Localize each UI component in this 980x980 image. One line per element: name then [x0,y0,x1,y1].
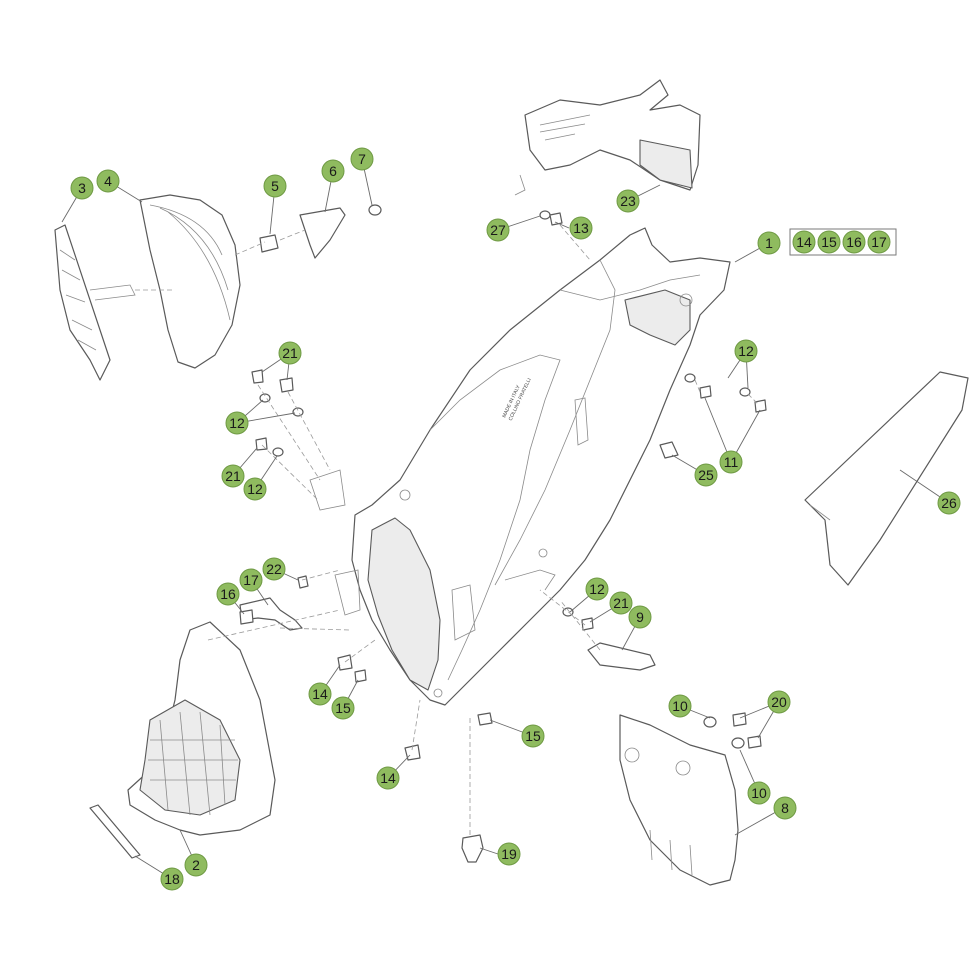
callout-14-left: 14 [308,682,332,706]
main-frame: MADE IN ITALY COLLINO FRATELLI [309,227,731,706]
svg-text:22: 22 [266,561,282,577]
callout-19: 19 [497,842,521,866]
svg-text:26: 26 [941,495,957,511]
svg-text:15: 15 [525,728,541,744]
svg-text:14: 14 [380,770,396,786]
headlight-bracket [54,224,136,381]
svg-text:4: 4 [104,173,112,189]
svg-text:15: 15 [821,234,837,250]
callout-5: 5 [263,174,287,198]
svg-text:12: 12 [589,581,605,597]
screw-5 [259,234,279,253]
svg-text:7: 7 [358,151,366,167]
svg-text:23: 23 [620,193,636,209]
callout-14-lower: 14 [376,766,400,790]
callout-12-left-upper: 12 [225,411,249,435]
air-box-duct [127,621,276,836]
svg-text:16: 16 [220,586,236,602]
svg-text:12: 12 [229,415,245,431]
plug-19 [461,834,484,863]
callout-14-group: 14 [792,230,816,254]
svg-text:21: 21 [282,345,298,361]
svg-text:17: 17 [871,234,887,250]
callout-16-group: 16 [842,230,866,254]
callout-1: 1 [757,231,781,255]
svg-text:1: 1 [765,235,773,251]
callout-21-center: 21 [609,591,633,615]
callout-4: 4 [96,169,120,193]
callout-22: 22 [262,557,286,581]
svg-text:3: 3 [78,180,86,196]
svg-text:21: 21 [225,468,241,484]
svg-text:25: 25 [698,467,714,483]
callout-8: 8 [773,796,797,820]
callout-27: 27 [486,218,510,242]
callout-15-left: 15 [331,696,355,720]
callout-9: 9 [628,605,652,629]
strip-18 [89,804,141,859]
svg-text:12: 12 [247,481,263,497]
svg-text:18: 18 [164,871,180,887]
callout-10-upper: 10 [668,694,692,718]
callout-10-lower: 10 [747,781,771,805]
svg-text:11: 11 [724,454,739,470]
callout-7: 7 [350,147,374,171]
svg-text:13: 13 [573,220,589,236]
callout-18: 18 [160,867,184,891]
nut-25 [659,441,679,459]
svg-text:6: 6 [329,163,337,179]
callout-25: 25 [694,463,718,487]
callout-11: 11 [719,450,743,474]
callout-12-center: 12 [585,577,609,601]
svg-text:14: 14 [312,686,328,702]
callout-6: 6 [321,159,345,183]
svg-text:15: 15 [335,700,351,716]
svg-text:10: 10 [751,785,767,801]
svg-text:2: 2 [192,857,200,873]
callout-21-left: 21 [221,464,245,488]
rear-mudguard [619,714,739,886]
svg-text:10: 10 [672,698,688,714]
assembly-lines [135,224,759,835]
svg-text:27: 27 [490,222,506,238]
svg-text:5: 5 [271,178,279,194]
svg-text:17: 17 [243,572,259,588]
side-panel [804,371,969,586]
svg-text:8: 8 [781,800,789,816]
callout-20: 20 [767,690,791,714]
svg-text:20: 20 [771,694,787,710]
callout-13: 13 [569,216,593,240]
callout-3: 3 [70,176,94,200]
headlight-mask [139,194,241,369]
callout-16: 16 [216,582,240,606]
clip-6 [299,207,346,259]
callout-21-top: 21 [278,341,302,365]
part-9 [587,642,656,671]
svg-text:12: 12 [738,343,754,359]
callout-17-group: 17 [867,230,891,254]
svg-text:14: 14 [796,234,812,250]
callout-15-right: 15 [521,724,545,748]
callout-17: 17 [239,568,263,592]
washer-7 [368,204,382,216]
callout-23: 23 [616,189,640,213]
fasteners [239,210,767,761]
svg-text:19: 19 [501,846,517,862]
callout-2: 2 [184,853,208,877]
callout-15-group: 15 [817,230,841,254]
callout-12-right: 12 [734,339,758,363]
callout-26: 26 [937,491,961,515]
callout-12-left-lower: 12 [243,477,267,501]
svg-text:9: 9 [636,609,644,625]
svg-text:21: 21 [613,595,629,611]
rear-bracket [514,79,701,196]
svg-text:16: 16 [846,234,862,250]
